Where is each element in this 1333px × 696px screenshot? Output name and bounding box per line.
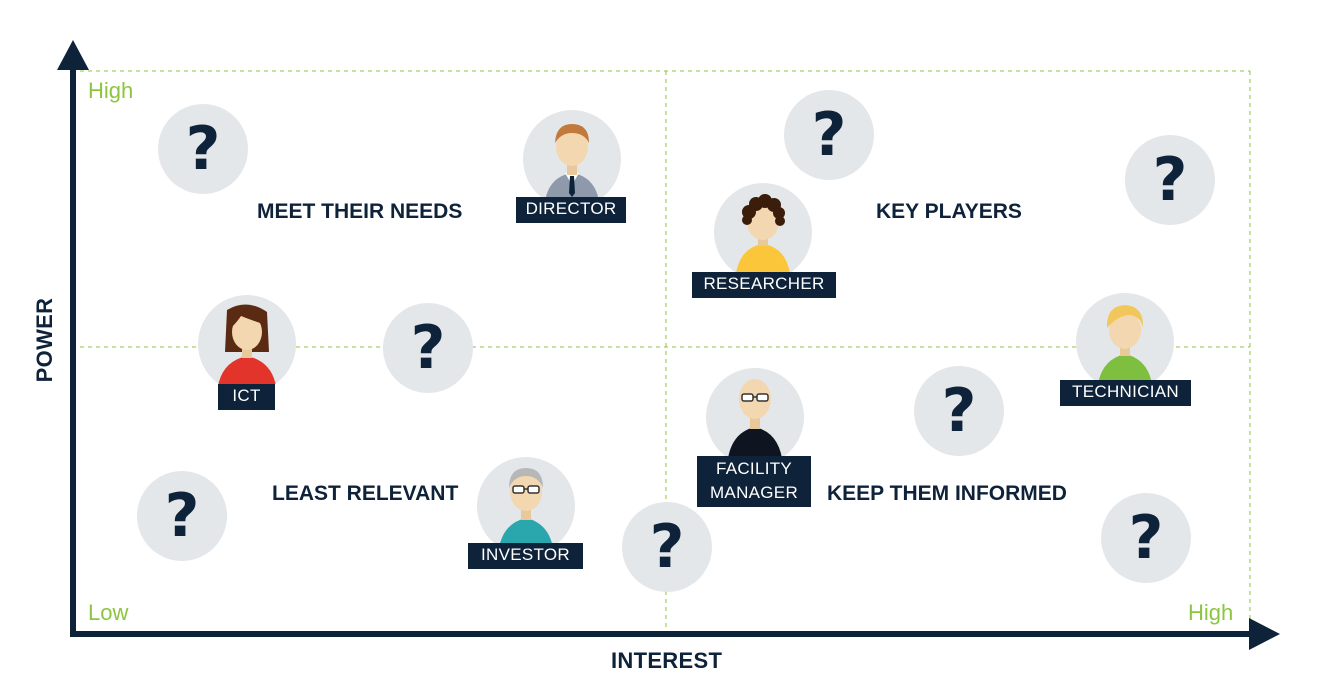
question-mark-icon: ? xyxy=(649,512,685,582)
question-mark-icon: ? xyxy=(1152,145,1188,215)
unknown-stakeholder-circle: ? xyxy=(1101,493,1191,583)
question-mark-icon: ? xyxy=(410,313,446,383)
unknown-stakeholder-circle: ? xyxy=(1125,135,1215,225)
question-mark-icon: ? xyxy=(164,481,200,551)
director-avatar-icon xyxy=(523,110,621,208)
question-mark-icon: ? xyxy=(1128,503,1164,573)
facility-manager-avatar-icon xyxy=(706,368,804,466)
unknown-stakeholder-circle: ? xyxy=(914,366,1004,456)
facility-manager-tag-line1: FACILITY xyxy=(715,459,793,478)
unknown-stakeholder-circle: ? xyxy=(622,502,712,592)
unknown-stakeholder-circle: ? xyxy=(784,90,874,180)
researcher-avatar-icon xyxy=(714,183,812,281)
ict-tag: ICT xyxy=(218,384,275,410)
technician-tag: TECHNICIAN xyxy=(1060,380,1191,406)
stakeholder-director xyxy=(522,109,622,209)
question-mark-icon: ? xyxy=(811,100,847,170)
y-axis xyxy=(57,40,89,636)
x-axis xyxy=(70,618,1280,650)
stakeholder-technician xyxy=(1075,292,1175,392)
quadrant-label-keep-them-informed: KEEP THEM INFORMED xyxy=(827,482,1067,505)
stakeholder-researcher xyxy=(713,182,813,282)
investor-tag: INVESTOR xyxy=(468,543,583,569)
researcher-tag: RESEARCHER xyxy=(692,272,836,298)
unknown-stakeholder-circle: ? xyxy=(383,303,473,393)
y-axis-arrow-icon xyxy=(57,40,89,70)
y-high-label: High xyxy=(88,78,134,103)
question-mark-icon: ? xyxy=(185,114,221,184)
quadrant-label-least-relevant: LEAST RELEVANT xyxy=(272,482,459,505)
director-tag: DIRECTOR xyxy=(516,197,626,223)
quadrant-label-meet-their-needs: MEET THEIR NEEDS xyxy=(257,200,463,223)
unknown-stakeholder-circle: ? xyxy=(137,471,227,561)
investor-avatar-icon xyxy=(477,457,575,555)
facility-manager-tag-line2: MANAGER xyxy=(709,483,799,502)
facility-manager-tag: FACILITY MANAGER xyxy=(697,456,811,507)
x-axis-arrow-icon xyxy=(1249,618,1280,650)
stakeholder-investor xyxy=(476,456,576,556)
x-high-label: High xyxy=(1188,600,1234,625)
quadrant-label-key-players: KEY PLAYERS xyxy=(876,200,1022,223)
ict-avatar-icon xyxy=(198,295,296,393)
question-mark-icon: ? xyxy=(941,376,977,446)
y-axis-label: POWER xyxy=(32,297,57,383)
stakeholder-facility-manager xyxy=(705,367,805,467)
unknown-stakeholder-circle: ? xyxy=(158,104,248,194)
technician-avatar-icon xyxy=(1076,293,1174,391)
stakeholder-ict xyxy=(197,294,297,394)
x-axis-label: INTEREST xyxy=(611,648,723,673)
y-low-label: Low xyxy=(88,600,129,625)
